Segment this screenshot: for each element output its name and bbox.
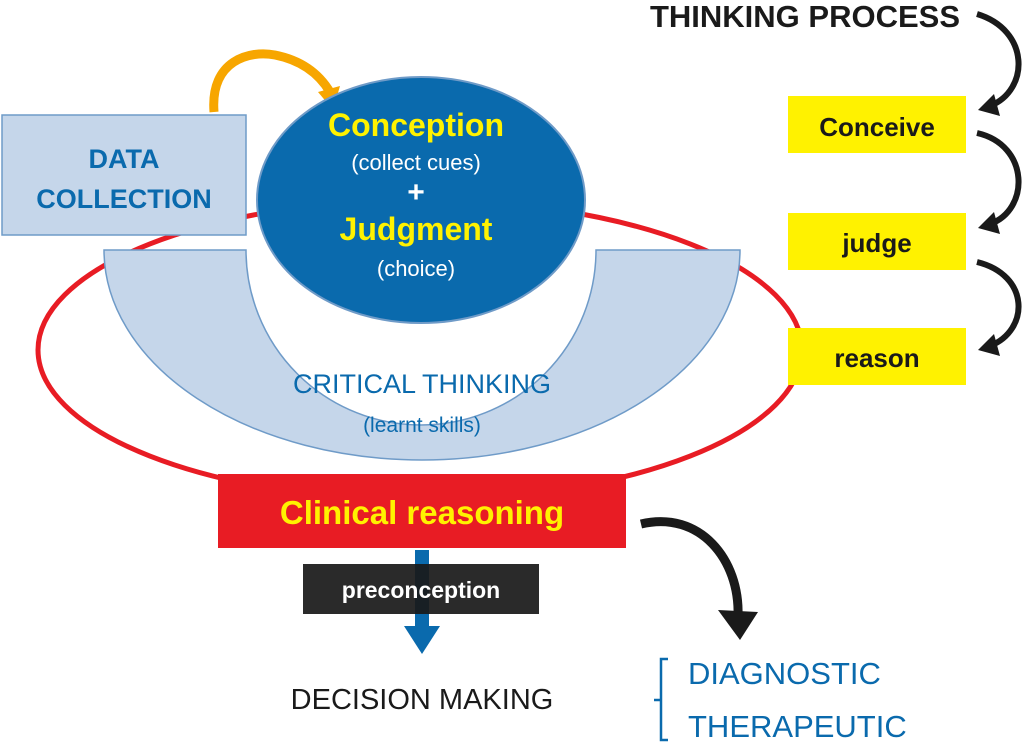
- down-arrow-icon: [404, 626, 440, 654]
- step-label-conceive: Conceive: [819, 112, 935, 142]
- critical-thinking-title: CRITICAL THINKING: [293, 369, 551, 399]
- clinical-reasoning-label: Clinical reasoning: [280, 494, 564, 531]
- decision-making-label: DECISION MAKING: [291, 684, 554, 716]
- critical-thinking-sub: (learnt skills): [363, 414, 481, 437]
- outcome-bracket-icon: [654, 657, 668, 742]
- judgment-label: Judgment: [340, 211, 493, 247]
- step-box-reason: [788, 328, 966, 385]
- conception-label: Conception: [328, 107, 504, 143]
- curved-arrow-icon-1: [976, 11, 1022, 109]
- data-collection-line2: COLLECTION: [36, 184, 212, 214]
- step-box-conceive: [788, 96, 966, 153]
- outcome-arrow-icon: [639, 517, 743, 617]
- preconception-label: preconception: [342, 577, 500, 603]
- critical-thinking-band: [103, 249, 741, 461]
- outcome-diagnostic: DIAGNOSTIC: [688, 656, 881, 691]
- thinking-process-title: THINKING PROCESS: [650, 0, 960, 34]
- clinical-reasoning-box: [218, 474, 626, 548]
- conception-sub: (collect cues): [351, 150, 481, 175]
- data-collection-line1: DATA: [89, 144, 160, 174]
- step-box-judge: [788, 213, 966, 270]
- curved-arrow-icon-2: [976, 130, 1022, 227]
- judgment-sub: (choice): [377, 256, 455, 281]
- plus-sign: +: [407, 176, 425, 209]
- step-label-judge: judge: [841, 228, 911, 258]
- preconception-box: [303, 564, 539, 614]
- curved-arrow-icon-3: [976, 259, 1022, 349]
- core-ellipse: [256, 76, 586, 324]
- data-collection-box: [1, 114, 247, 236]
- step-label-reason: reason: [834, 343, 919, 373]
- outcome-therapeutic: THERAPEUTIC: [688, 709, 907, 744]
- orange-arrow-icon: [209, 49, 334, 113]
